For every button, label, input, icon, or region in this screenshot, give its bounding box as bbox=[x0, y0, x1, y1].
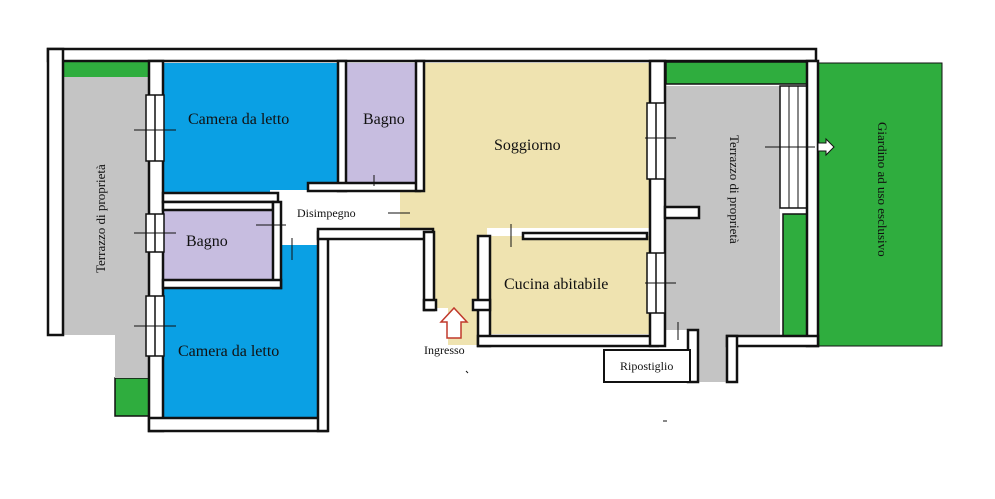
room-label-cucina: Cucina abitabile bbox=[504, 276, 608, 293]
bathroom-bottom bbox=[163, 210, 273, 280]
room-label-camera-top: Camera da letto bbox=[188, 111, 289, 128]
garden-area bbox=[817, 62, 943, 347]
room-label-giardino: Giardino ad uso esclusivo bbox=[875, 122, 890, 257]
left-terrace bbox=[64, 77, 149, 378]
room-label-soggiorno: Soggiorno bbox=[494, 137, 561, 154]
right-terrace bbox=[665, 86, 780, 382]
room-label-camera-bottom: Camera da letto bbox=[178, 343, 279, 360]
windows bbox=[145, 94, 666, 357]
entrance-arrow-icon bbox=[439, 306, 469, 339]
entrance-wall-left bbox=[422, 298, 438, 312]
entrance-wall-right bbox=[471, 298, 492, 312]
room-label-ripostiglio: Ripostiglio bbox=[620, 359, 673, 373]
room-label-bagno-top: Bagno bbox=[363, 111, 405, 128]
door-marks bbox=[134, 129, 815, 340]
bedroom-top bbox=[163, 63, 338, 193]
right-planter-green bbox=[782, 213, 808, 337]
bathroom-top bbox=[346, 63, 416, 186]
left-terrace-bottom-green bbox=[114, 377, 151, 417]
room-label-terrazzo-right: Terrazzo di proprietà bbox=[727, 135, 742, 244]
corridor-area bbox=[270, 190, 400, 245]
room-label-disimpegno: Disimpegno bbox=[297, 206, 356, 220]
room-label-terrazzo-left: Terrazzo di proprietà bbox=[93, 164, 108, 273]
living-area bbox=[396, 63, 650, 345]
stray-mark bbox=[465, 370, 469, 374]
room-label-ingresso: Ingresso bbox=[424, 343, 465, 357]
ripostiglio-room bbox=[603, 349, 691, 383]
garden-arrow-icon bbox=[817, 137, 835, 157]
right-top-green-strip bbox=[665, 61, 811, 85]
kitchen-area bbox=[490, 236, 650, 334]
room-label-bagno-bottom: Bagno bbox=[186, 233, 228, 250]
walls bbox=[46, 47, 820, 433]
